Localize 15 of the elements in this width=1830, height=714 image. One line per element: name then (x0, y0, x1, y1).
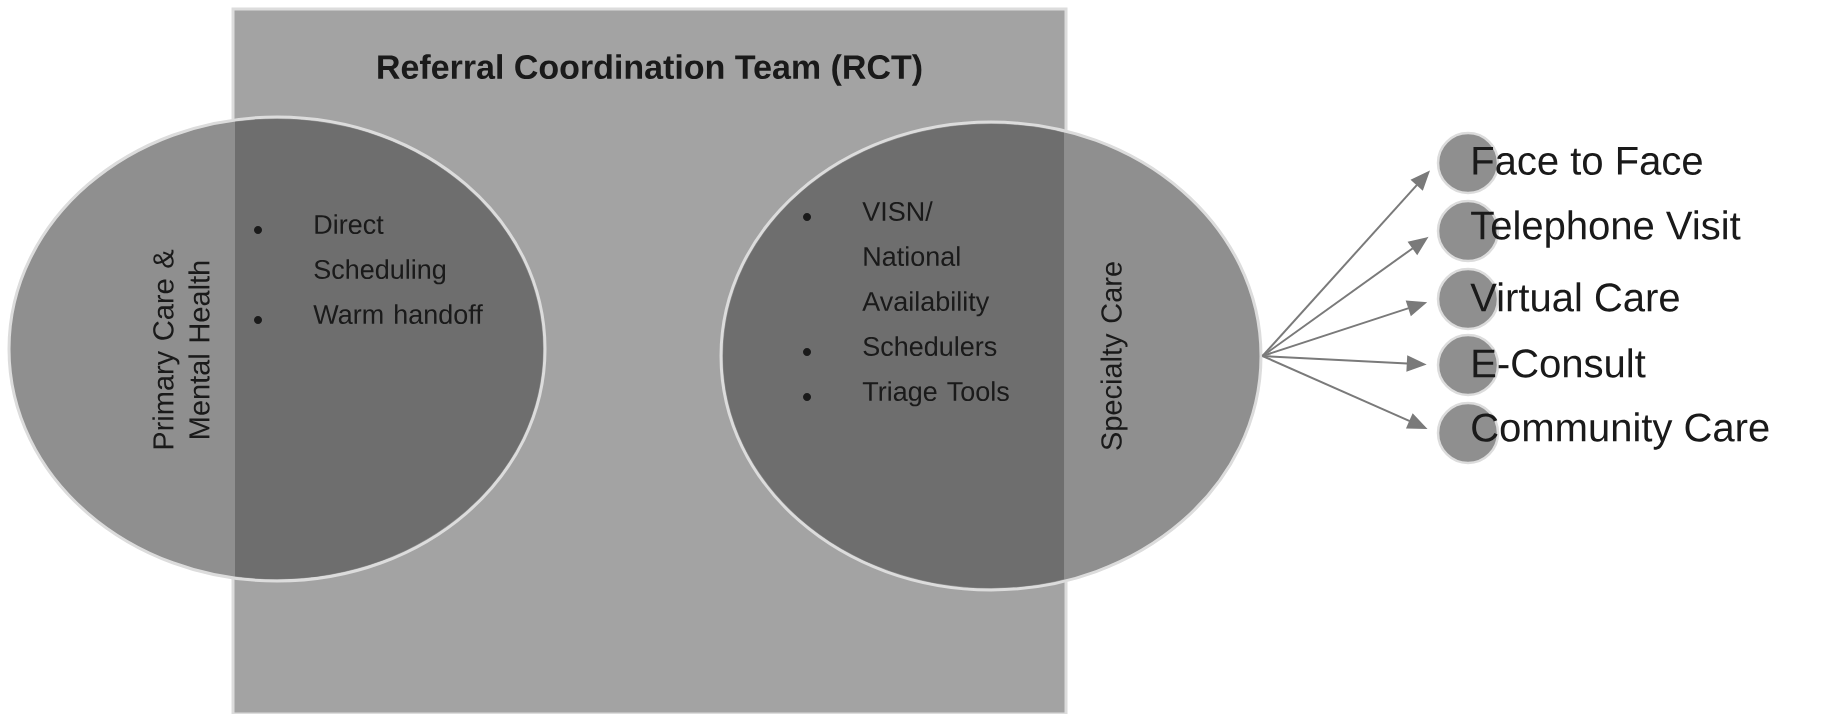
title: Referral Coordination Team (RCT) (378, 54, 922, 86)
bullet-item: Schedulers (803, 336, 997, 357)
bullet-item: Direct Scheduling (254, 214, 446, 285)
bullet-item: VISN/ National Availability (803, 201, 990, 317)
rotated-label: Specialty Care (1100, 262, 1128, 450)
venn-ellipse (719, 120, 1263, 592)
node-label: E-Consult (1473, 348, 1646, 378)
node-label: Community Care (1472, 412, 1769, 450)
node-label: Telephone Visit (1471, 210, 1741, 248)
bullet-item: Warm handoff (254, 304, 483, 325)
rotated-label: Primary Care & Mental Health (152, 249, 210, 449)
bullet-item: Triage Tools (803, 381, 1009, 407)
node-label: Face to Face (1473, 147, 1702, 175)
venn-ellipse (7, 115, 547, 583)
node-label: Virtual Care (1470, 282, 1679, 312)
